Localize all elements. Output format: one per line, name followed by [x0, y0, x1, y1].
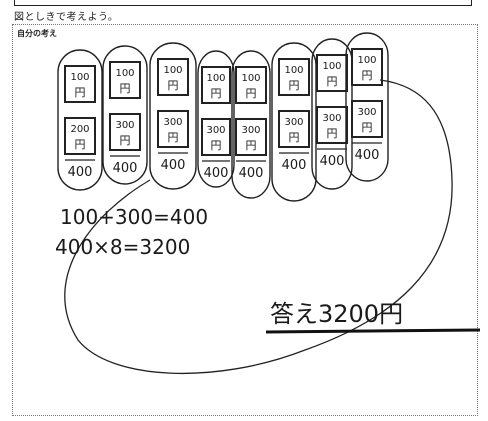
answer-underline	[266, 330, 480, 332]
coin-unit-top: 円	[120, 82, 131, 95]
answer-text: 答え3200円	[270, 300, 403, 328]
coin-group: 100 円 300 円 400	[103, 46, 147, 184]
coin-unit-top: 円	[327, 75, 338, 88]
group-sum: 400	[204, 166, 229, 181]
group-sum: 400	[282, 158, 307, 173]
coin-value-top: 100	[206, 73, 225, 84]
coin-value-top: 100	[241, 73, 260, 84]
coin-value-bottom: 300	[206, 125, 225, 136]
coin-group: 100 円 300 円 400	[232, 51, 270, 198]
coin-value-bottom: 300	[241, 125, 260, 136]
coin-value-bottom: 300	[284, 117, 303, 128]
coin-unit-bottom: 円	[120, 134, 131, 147]
coin-group: 100 円 300 円 400	[150, 43, 196, 189]
coin-unit-top: 円	[75, 86, 86, 99]
coin-unit-top: 円	[289, 79, 300, 92]
coin-unit-top: 円	[168, 79, 179, 92]
coin-value-top: 100	[284, 65, 303, 76]
coin-unit-bottom: 円	[75, 138, 86, 151]
coin-value-bottom: 200	[70, 124, 89, 135]
coin-value-top: 100	[163, 65, 182, 76]
equation-2: 400×8=3200	[55, 235, 190, 259]
coin-value-bottom: 300	[163, 117, 182, 128]
coin-unit-top: 円	[246, 87, 257, 100]
coin-value-bottom: 300	[357, 107, 376, 118]
group-sum: 400	[161, 158, 186, 173]
coin-unit-bottom: 円	[327, 127, 338, 140]
coin-unit-bottom: 円	[289, 131, 300, 144]
coin-unit-bottom: 円	[362, 121, 373, 134]
coin-value-top: 100	[322, 61, 341, 72]
coin-unit-bottom: 円	[246, 139, 257, 152]
coin-value-bottom: 300	[322, 113, 341, 124]
coin-value-top: 100	[115, 68, 134, 79]
coin-groups: 100 円 200 円 400 100 円 300 円 400 100 円 300 円 400 100 円 300…	[58, 33, 388, 201]
coin-unit-bottom: 円	[211, 139, 222, 152]
group-sum: 400	[239, 166, 264, 181]
coin-unit-top: 円	[362, 69, 373, 82]
coin-group: 100 円 300 円 400	[272, 43, 316, 201]
coin-unit-bottom: 円	[168, 131, 179, 144]
coin-value-top: 100	[70, 72, 89, 83]
group-sum: 400	[113, 161, 138, 176]
group-sum: 400	[68, 165, 93, 180]
group-sum: 400	[320, 154, 345, 169]
coin-group: 100 円 200 円 400	[58, 50, 102, 190]
group-sum: 400	[355, 148, 380, 163]
coin-group: 100 円 300 円 400	[198, 51, 234, 187]
coin-value-bottom: 300	[115, 120, 134, 131]
coin-unit-top: 円	[211, 87, 222, 100]
coin-value-top: 100	[357, 55, 376, 66]
equation-1: 100+300=400	[60, 205, 208, 229]
